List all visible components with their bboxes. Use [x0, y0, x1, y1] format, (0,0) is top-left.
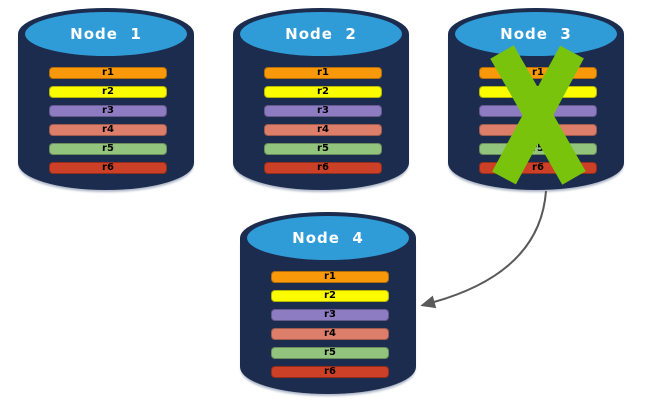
replica-bar-r5: r5	[271, 347, 389, 359]
node-label: Node 2	[285, 25, 357, 43]
cylinder-top-face: Node 2	[240, 12, 402, 56]
cylinder-top-rim: Node 3	[448, 8, 624, 60]
node-4: Node 4 r1 r2 r3 r4 r5 r6	[240, 212, 416, 394]
replica-bar-r3: r3	[264, 105, 382, 117]
cylinder-top-face: Node 1	[25, 12, 187, 56]
replica-bar-r4: r4	[264, 124, 382, 136]
replica-bar-r2: r2	[264, 86, 382, 98]
cylinder-top-rim: Node 2	[233, 8, 409, 60]
replica-bar-r2: r2	[271, 290, 389, 302]
replica-bar-r2: r2	[49, 86, 167, 98]
replica-bar-r4: r4	[271, 328, 389, 340]
cylinder-top-rim: Node 4	[240, 212, 416, 264]
replica-bar-r6: r6	[264, 162, 382, 174]
cylinder-top-face: Node 4	[247, 216, 409, 260]
cylinder-top-face: Node 3	[455, 12, 617, 56]
replica-bar-r4: r4	[49, 124, 167, 136]
replica-bar-r6: r6	[49, 162, 167, 174]
replica-bar-r1: r1	[49, 67, 167, 79]
replica-bar-r3: r3	[271, 309, 389, 321]
cylinder-top-rim: Node 1	[18, 8, 194, 60]
node-label: Node 4	[292, 229, 364, 247]
node-3: Node 3 r1 r2 r3 r4 r5 r6	[448, 8, 624, 190]
replica-bar-r5: r5	[264, 143, 382, 155]
node-1: Node 1 r1 r2 r3 r4 r5 r6	[18, 8, 194, 190]
replica-bar-stack: r1 r2 r3 r4 r5 r6	[264, 67, 382, 181]
replica-bar-stack: r1 r2 r3 r4 r5 r6	[271, 271, 389, 385]
replica-bar-r1: r1	[264, 67, 382, 79]
node-2: Node 2 r1 r2 r3 r4 r5 r6	[233, 8, 409, 190]
replica-bar-r1: r1	[271, 271, 389, 283]
replica-bar-stack: r1 r2 r3 r4 r5 r6	[49, 67, 167, 181]
replica-bar-r6: r6	[271, 366, 389, 378]
replica-bar-r3: r3	[49, 105, 167, 117]
node-label: Node 3	[500, 25, 572, 43]
replica-bar-r5: r5	[49, 143, 167, 155]
failure-x-icon	[490, 45, 586, 185]
node-label: Node 1	[70, 25, 142, 43]
